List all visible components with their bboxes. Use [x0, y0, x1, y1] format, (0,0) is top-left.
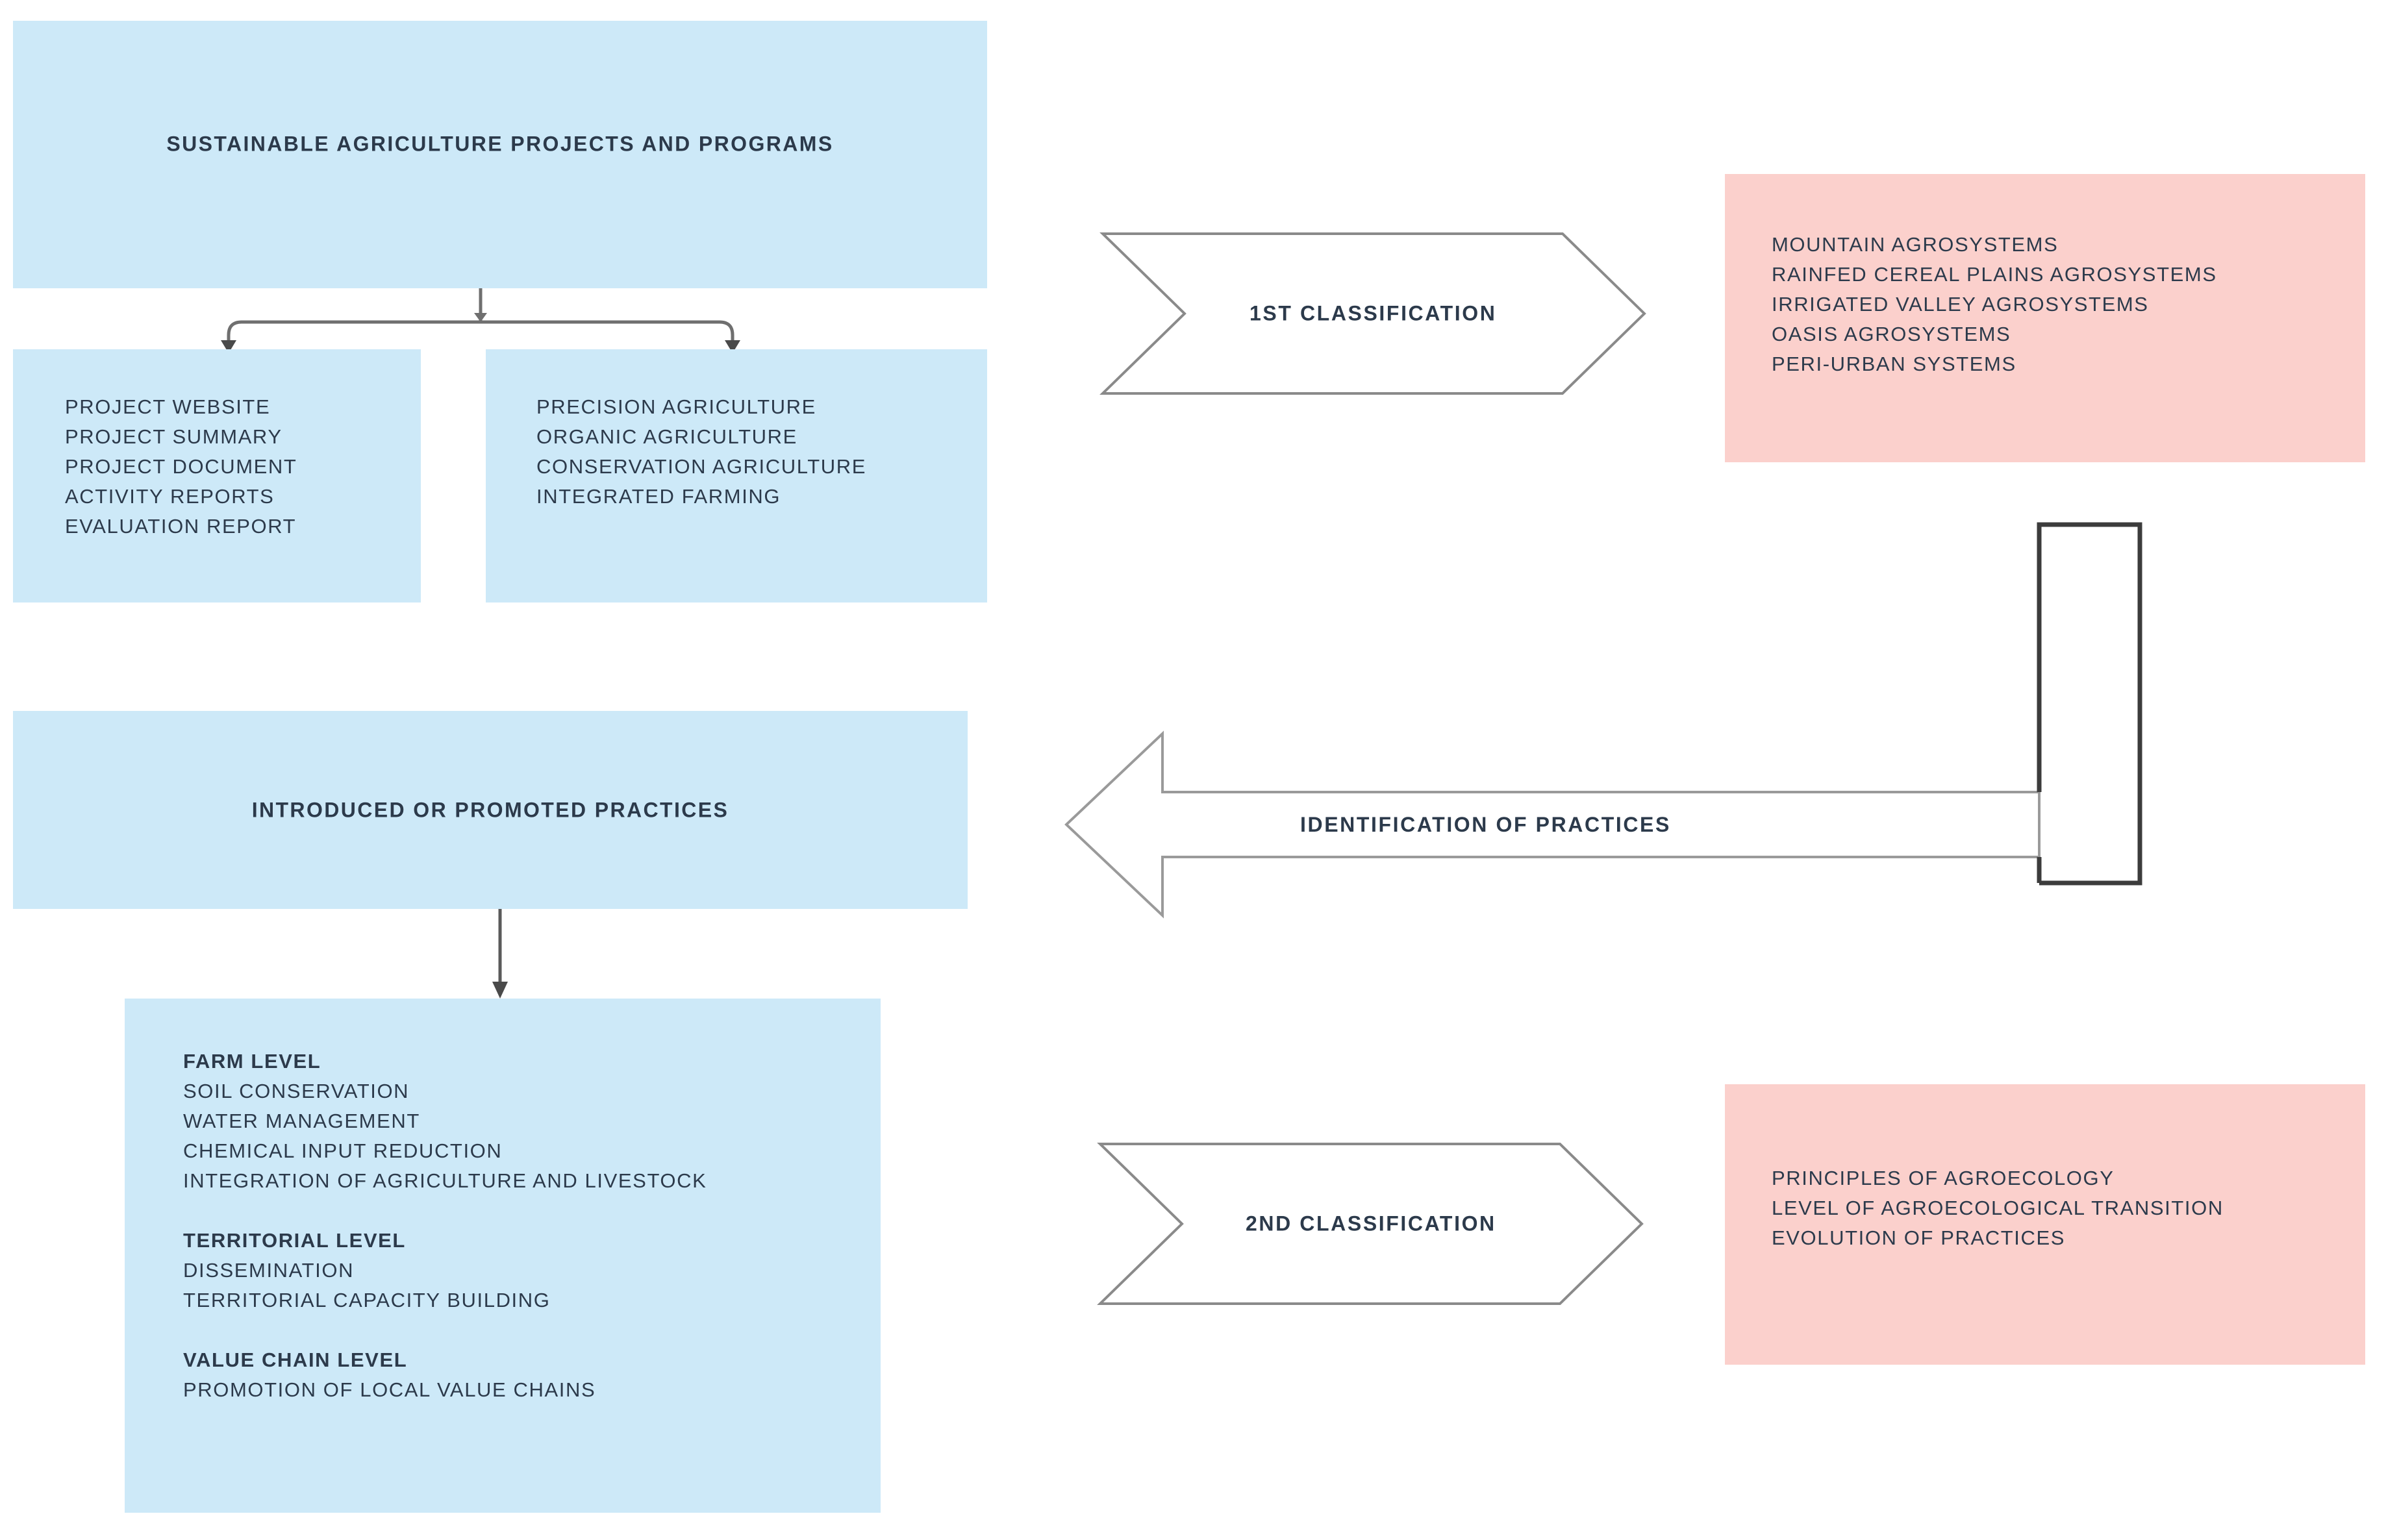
list-item: ORGANIC AGRICULTURE	[536, 425, 797, 448]
list-item: PRECISION AGRICULTURE	[536, 395, 816, 418]
group-heading-value-chain-level: VALUE CHAIN LEVEL	[183, 1348, 408, 1371]
agroecology-box: PRINCIPLES OF AGROECOLOGY LEVEL OF AGROE…	[1725, 1084, 2365, 1365]
list-item: TERRITORIAL CAPACITY BUILDING	[183, 1289, 551, 1311]
list-item: EVALUATION REPORT	[65, 515, 297, 538]
list-item: EVOLUTION OF PRACTICES	[1772, 1226, 2066, 1249]
agrosystems-box: MOUNTAIN AGROSYSTEMS RAINFED CEREAL PLAI…	[1725, 174, 2365, 462]
agriculture-types-list: PRECISION AGRICULTURE ORGANIC AGRICULTUR…	[536, 392, 866, 512]
second-classification-chevron[interactable]: 2ND CLASSIFICATION	[1097, 1143, 1644, 1305]
list-item: ACTIVITY REPORTS	[65, 485, 275, 508]
group-heading-farm-level: FARM LEVEL	[183, 1050, 321, 1073]
identification-of-practices-arrow[interactable]: IDENTIFICATION OF PRACTICES	[1064, 513, 2163, 919]
list-item: PROJECT DOCUMENT	[65, 455, 297, 478]
list-item: PERI-URBAN SYSTEMS	[1772, 353, 2016, 375]
list-item: INTEGRATED FARMING	[536, 485, 781, 508]
agriculture-types-box: PRECISION AGRICULTURE ORGANIC AGRICULTUR…	[486, 349, 987, 602]
branch-connector	[188, 288, 773, 353]
practices-to-levels-arrow	[481, 909, 520, 1000]
list-item: PRINCIPLES OF AGROECOLOGY	[1772, 1167, 2115, 1189]
list-item: SOIL CONSERVATION	[183, 1080, 410, 1102]
first-classification-chevron[interactable]: 1ST CLASSIFICATION	[1099, 232, 1646, 395]
introduced-or-promoted-practices-box: INTRODUCED OR PROMOTED PRACTICES	[13, 711, 968, 909]
practice-levels-box: FARM LEVEL SOIL CONSERVATION WATER MANAG…	[125, 999, 881, 1513]
list-item: RAINFED CEREAL PLAINS AGROSYSTEMS	[1772, 263, 2217, 286]
first-classification-label: 1ST CLASSIFICATION	[1250, 301, 1497, 325]
practice-levels-list: FARM LEVEL SOIL CONSERVATION WATER MANAG…	[183, 1047, 707, 1405]
list-item: CONSERVATION AGRICULTURE	[536, 455, 867, 478]
second-classification-label: 2ND CLASSIFICATION	[1246, 1211, 1496, 1236]
list-item: CHEMICAL INPUT REDUCTION	[183, 1139, 503, 1162]
identification-of-practices-label: IDENTIFICATION OF PRACTICES	[1300, 813, 1671, 836]
list-item: INTEGRATION OF AGRICULTURE AND LIVESTOCK	[183, 1169, 707, 1192]
group-heading-territorial-level: TERRITORIAL LEVEL	[183, 1229, 406, 1252]
list-item: WATER MANAGEMENT	[183, 1110, 420, 1132]
list-item: MOUNTAIN AGROSYSTEMS	[1772, 233, 2059, 256]
projects-and-programs-label: SUSTAINABLE AGRICULTURE PROJECTS AND PRO…	[166, 132, 834, 156]
list-item: IRRIGATED VALLEY AGROSYSTEMS	[1772, 293, 2149, 316]
list-item: PROJECT WEBSITE	[65, 395, 271, 418]
projects-and-programs-box: SUSTAINABLE AGRICULTURE PROJECTS AND PRO…	[13, 21, 987, 288]
project-documents-list: PROJECT WEBSITE PROJECT SUMMARY PROJECT …	[65, 392, 297, 541]
introduced-or-promoted-practices-label: INTRODUCED OR PROMOTED PRACTICES	[251, 798, 729, 821]
agroecology-list: PRINCIPLES OF AGROECOLOGY LEVEL OF AGROE…	[1772, 1163, 2224, 1253]
project-documents-box: PROJECT WEBSITE PROJECT SUMMARY PROJECT …	[13, 349, 421, 602]
list-item: OASIS AGROSYSTEMS	[1772, 323, 2011, 345]
group-spacer	[183, 1315, 707, 1345]
group-spacer	[183, 1196, 707, 1226]
agrosystems-list: MOUNTAIN AGROSYSTEMS RAINFED CEREAL PLAI…	[1772, 230, 2217, 379]
list-item: LEVEL OF AGROECOLOGICAL TRANSITION	[1772, 1197, 2224, 1219]
list-item: DISSEMINATION	[183, 1259, 355, 1282]
list-item: PROJECT SUMMARY	[65, 425, 283, 448]
list-item: PROMOTION OF LOCAL VALUE CHAINS	[183, 1378, 596, 1401]
